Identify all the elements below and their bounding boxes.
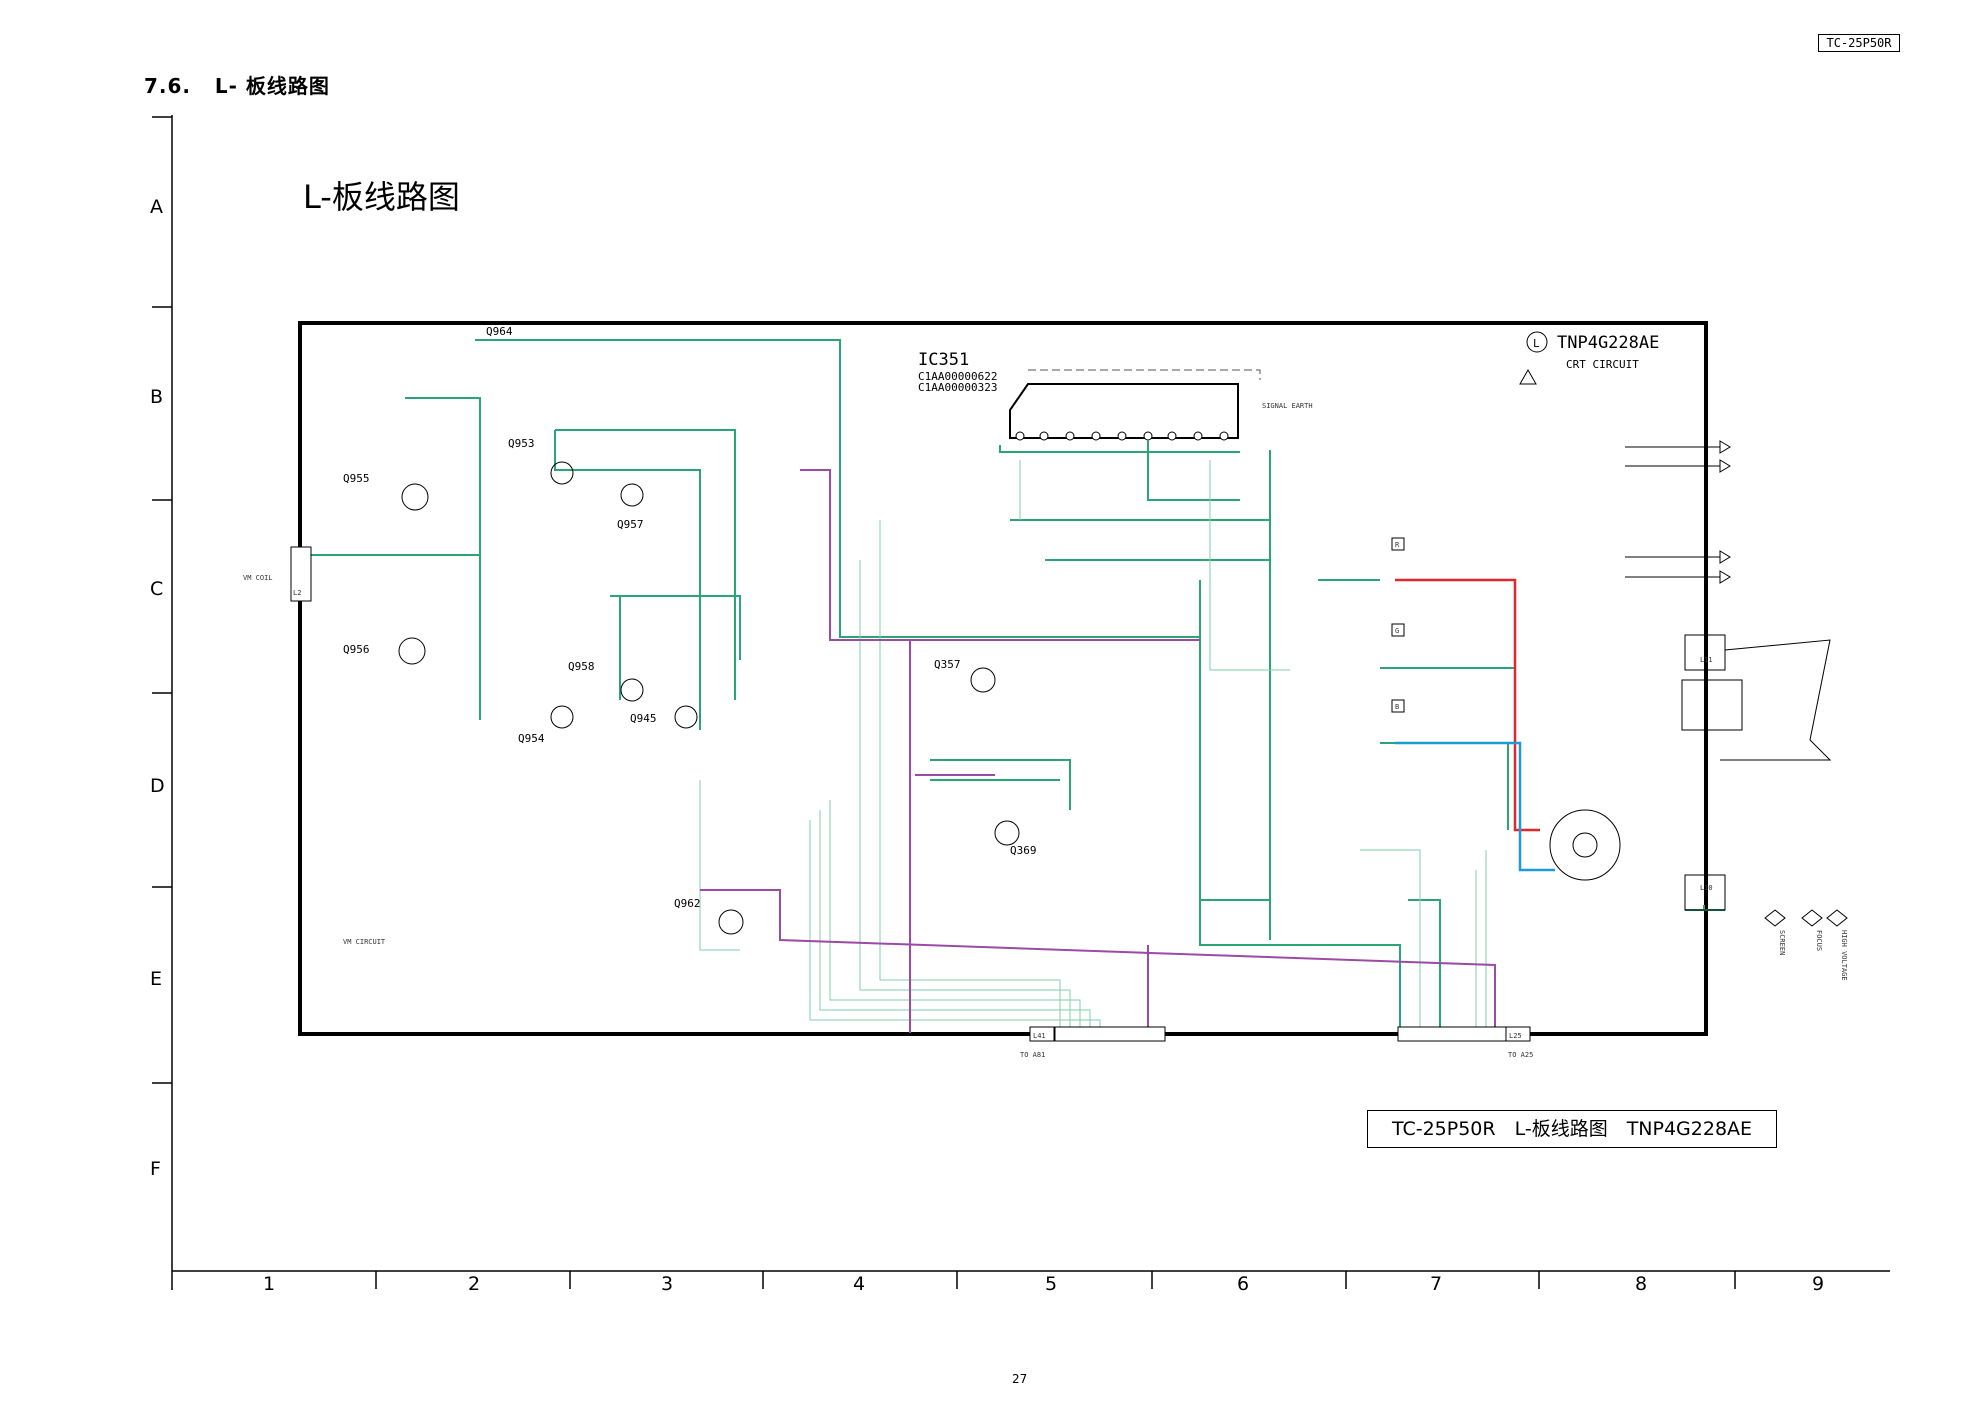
grid-col-9: 9 (1812, 1273, 1825, 1295)
vm-coil-label: VM COIL (243, 574, 273, 582)
crt-socket (1549, 634, 1832, 911)
board-letter-circle (1526, 331, 1548, 353)
diagram-caption: TC-25P50R L-板线路图 TNP4G228AE (1367, 1110, 1777, 1148)
connector-l25-dest: TO A25 (1508, 1051, 1533, 1059)
connector-l25: L25 (1509, 1032, 1522, 1040)
grid-row-d: D (150, 775, 165, 797)
light-green-traces (699, 460, 1487, 1033)
tp-r-box (1391, 537, 1405, 551)
ic351-body (1009, 383, 1239, 439)
ic351-pins (1015, 431, 1229, 441)
q954-label: Q954 (518, 732, 545, 745)
crt-circuit-label: CRT CIRCUIT (1566, 358, 1639, 371)
grid-col-4: 4 (853, 1273, 866, 1295)
grid-row-c: C (150, 578, 164, 600)
grid-row-b: B (150, 386, 164, 408)
connector-l2: L2 (293, 589, 301, 597)
grid-col-7: 7 (1430, 1273, 1443, 1295)
q945-label: Q945 (630, 712, 657, 725)
q956-label: Q956 (343, 643, 370, 656)
q962-label: Q962 (674, 897, 701, 910)
grid-row-a: A (150, 196, 163, 218)
grid-col-1: 1 (263, 1273, 276, 1295)
purple-traces (700, 469, 1496, 1033)
connector-l41-pins (1054, 1026, 1166, 1042)
section-number: 7.6. (144, 74, 192, 98)
section-name: L- 板线路图 (214, 74, 330, 98)
grid-col-5: 5 (1045, 1273, 1058, 1295)
high-voltage-output-label: HIGH VOLTAGE (1840, 930, 1848, 981)
q955-label: Q955 (343, 472, 370, 485)
grid-row-e: E (150, 968, 163, 990)
tp-b-box (1391, 699, 1405, 713)
tp-b-label: B (1395, 703, 1399, 711)
section-title: 7.6. L- 板线路图 (144, 70, 330, 99)
ic351-shield (1028, 369, 1261, 380)
blue-trace (1395, 741, 1555, 872)
grid-row-f: F (150, 1158, 161, 1180)
board-outline (298, 321, 1708, 1036)
q964-label: Q964 (486, 325, 513, 338)
connector-l10: L10 (1700, 884, 1713, 892)
q957-label: Q957 (617, 518, 644, 531)
grid-col-8: 8 (1635, 1273, 1648, 1295)
tp-r-label: R (1395, 541, 1400, 549)
focus-output-label: FOCUS (1815, 930, 1823, 951)
vm-circuit-label: VM CIRCUIT (343, 938, 386, 946)
green-traces (305, 339, 1725, 1033)
screen-output-label: SCREEN (1778, 930, 1786, 955)
tp-g-box (1391, 623, 1405, 637)
tp-g-label: G (1395, 627, 1399, 635)
grid-col-6: 6 (1237, 1273, 1250, 1295)
board-letter: L (1533, 337, 1540, 350)
ic-part2: C1AA00000323 (918, 381, 997, 394)
diagram-title: L-板线路图 (303, 178, 460, 216)
model-number-box: TC-25P50R (1818, 34, 1900, 52)
ic-name: IC351 (918, 350, 969, 370)
connector-l11: L11 (1700, 656, 1713, 664)
ic-part1: C1AA00000622 (918, 370, 997, 383)
transistor-symbols (398, 461, 1020, 935)
q369-label: Q369 (1010, 844, 1037, 857)
red-trace (1395, 578, 1540, 832)
connector-l2-block (290, 546, 312, 602)
signal-earth-label: SIGNAL EARTH (1262, 402, 1313, 410)
connector-l25-pins (1397, 1026, 1507, 1042)
page-number: 27 (1012, 1372, 1028, 1386)
grid-frame (152, 115, 1890, 1290)
connector-l41-block (1029, 1026, 1055, 1042)
warning-icon (1519, 368, 1537, 385)
grid-col-3: 3 (661, 1273, 674, 1295)
grid-col-2: 2 (468, 1273, 481, 1295)
output-arrows (1625, 440, 1848, 927)
q958-label: Q958 (568, 660, 595, 673)
q357-label: Q357 (934, 658, 961, 671)
board-id: TNP4G228AE (1557, 333, 1659, 353)
connector-l25-block (1505, 1026, 1531, 1042)
connector-l41-dest: TO A81 (1020, 1051, 1045, 1059)
q953-label: Q953 (508, 437, 535, 450)
connector-l41: L41 (1033, 1032, 1046, 1040)
